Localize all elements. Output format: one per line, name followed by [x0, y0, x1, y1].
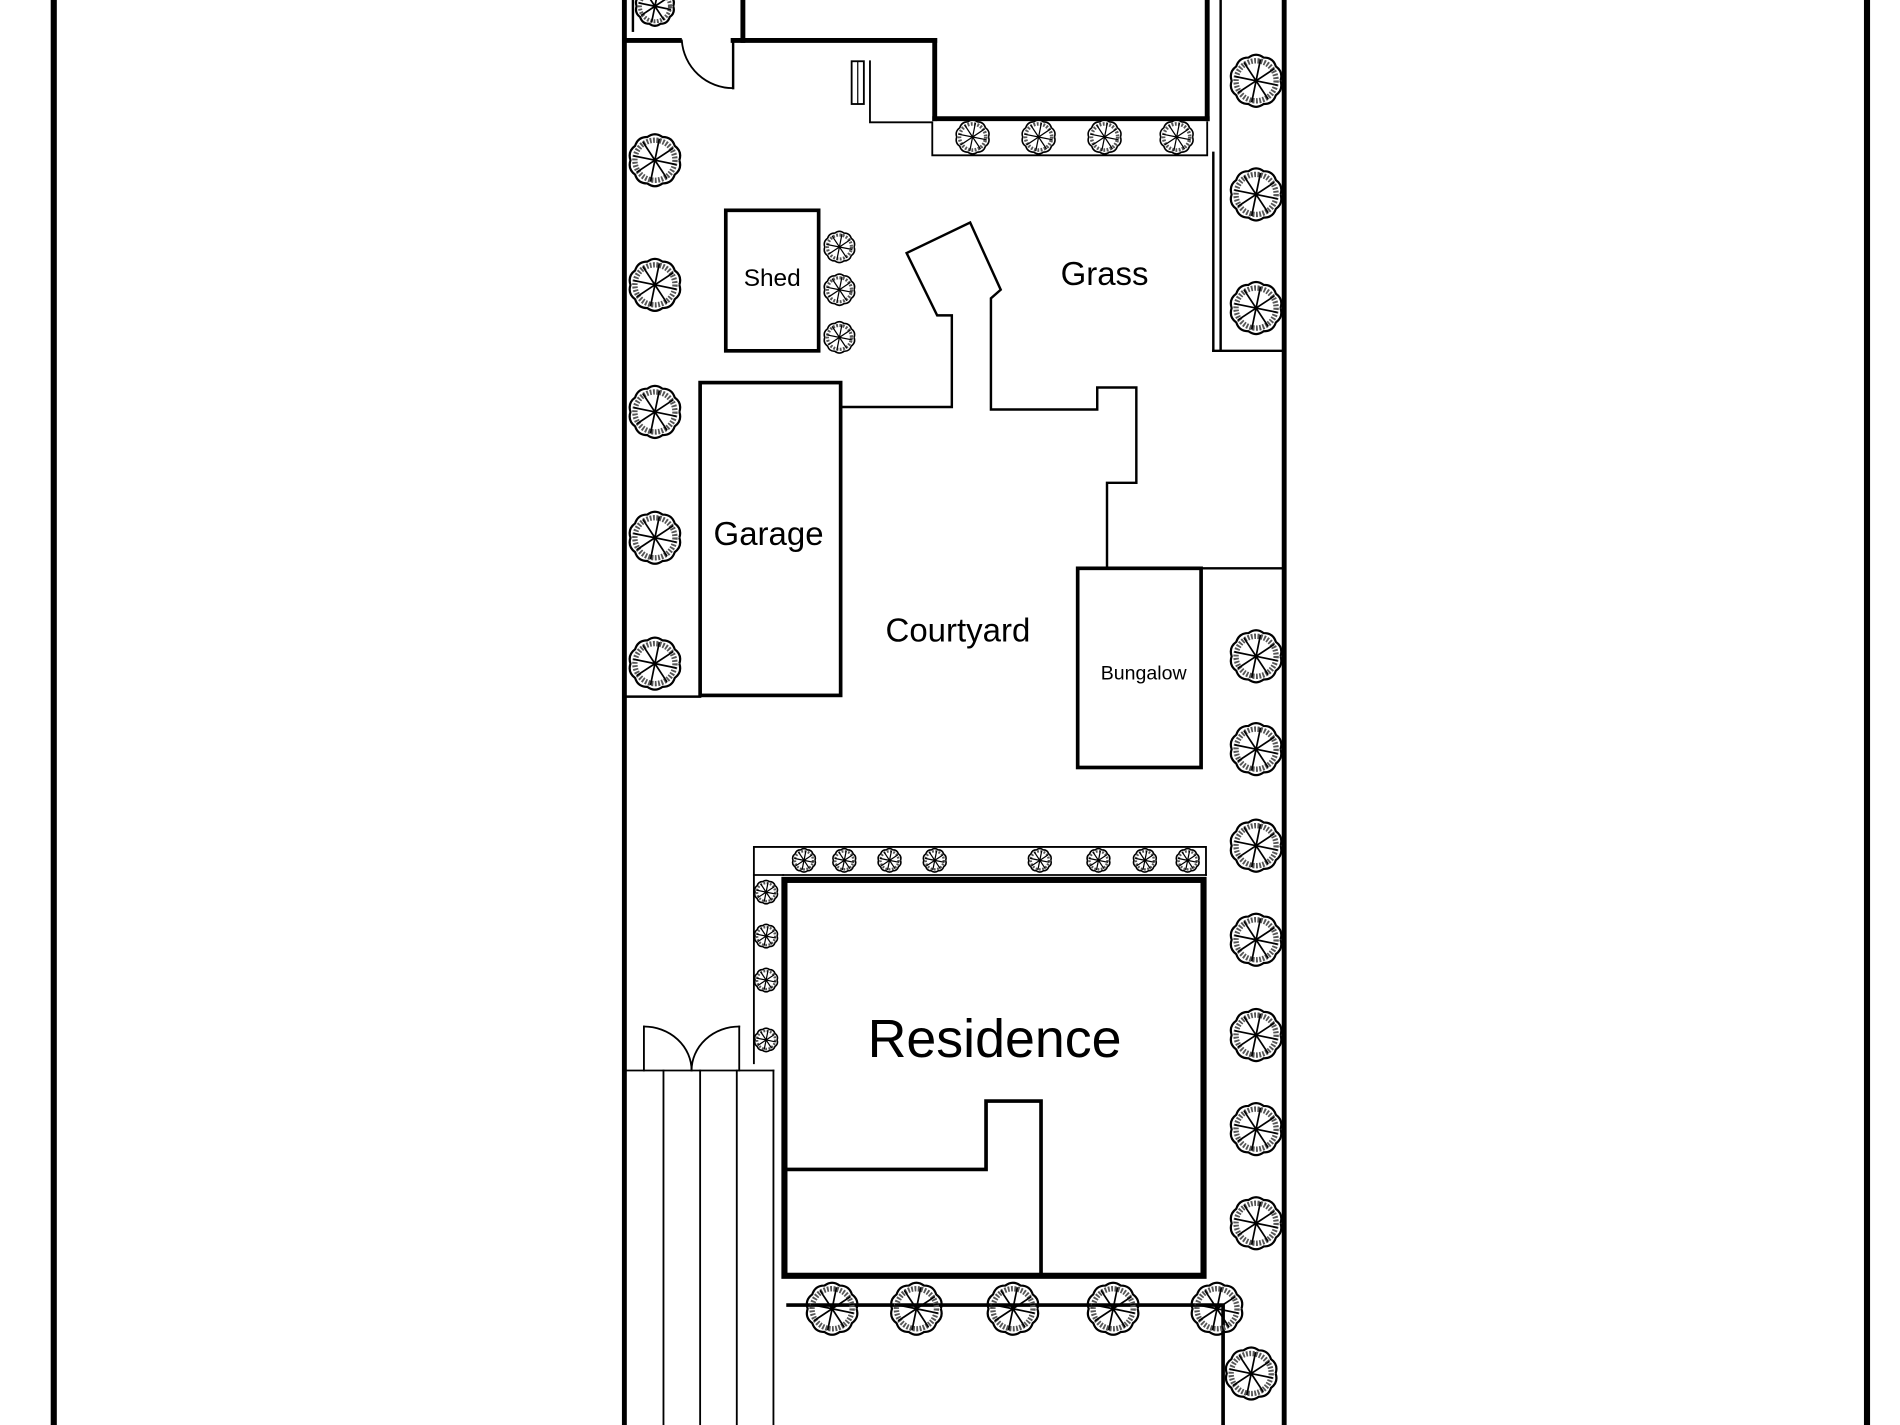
tree-icon	[1027, 847, 1052, 873]
tree-icon	[1224, 1346, 1278, 1401]
tree-icon	[805, 1281, 859, 1336]
tree-icon	[1190, 1281, 1244, 1336]
tree-icon	[634, 0, 675, 27]
tree-icon	[1159, 119, 1194, 155]
bungalow-label: Bungalow	[1101, 663, 1188, 685]
tree-icon	[1021, 119, 1056, 155]
tree-icon	[1132, 847, 1158, 873]
tree-icon	[1086, 847, 1111, 873]
shed-label: Shed	[744, 265, 801, 292]
tree-icon	[1229, 722, 1283, 777]
tree-icon	[1229, 818, 1283, 873]
tree-icon	[823, 230, 856, 264]
double-door-swing	[643, 1025, 741, 1072]
tree-icon	[1229, 280, 1283, 336]
tree-icon	[922, 847, 947, 873]
tree-icon	[1229, 912, 1283, 967]
tree-icon	[628, 510, 682, 565]
tree-icon	[832, 847, 857, 873]
tree-icon	[1086, 1281, 1140, 1336]
shed-building	[723, 208, 821, 353]
tree-icon	[1229, 629, 1283, 684]
tree-icon	[986, 1281, 1040, 1336]
tree-icon	[877, 847, 902, 873]
tree-icon	[628, 133, 682, 188]
tree-icon	[1229, 167, 1283, 222]
tree-icon	[1229, 53, 1283, 108]
tree-icon	[1087, 119, 1122, 155]
courtyard-label: Courtyard	[886, 612, 1031, 649]
door-swing-top	[680, 39, 735, 90]
tree-icon	[753, 1027, 779, 1053]
tree-icon	[890, 1281, 943, 1336]
tree-icon	[791, 847, 817, 873]
tree-icon	[1229, 1007, 1283, 1063]
tree-icon	[823, 273, 856, 307]
tree-icon	[753, 923, 779, 949]
bungalow-building	[1075, 566, 1203, 770]
residence-label: Residence	[868, 1009, 1122, 1069]
tree-icon	[628, 384, 682, 440]
grass-label: Grass	[1061, 255, 1149, 292]
tree-icon	[1229, 1102, 1283, 1157]
tree-icon	[1175, 847, 1200, 873]
tree-icon	[753, 967, 779, 993]
tree-icon	[753, 879, 779, 905]
tree-icon	[823, 320, 856, 354]
residence-building	[781, 876, 1207, 1279]
garage-building	[698, 380, 843, 698]
tree-icon	[628, 636, 682, 691]
garage-label: Garage	[714, 515, 824, 552]
tree-icon	[628, 257, 682, 312]
tree-icon	[955, 119, 990, 155]
tree-icon	[1229, 1196, 1283, 1251]
